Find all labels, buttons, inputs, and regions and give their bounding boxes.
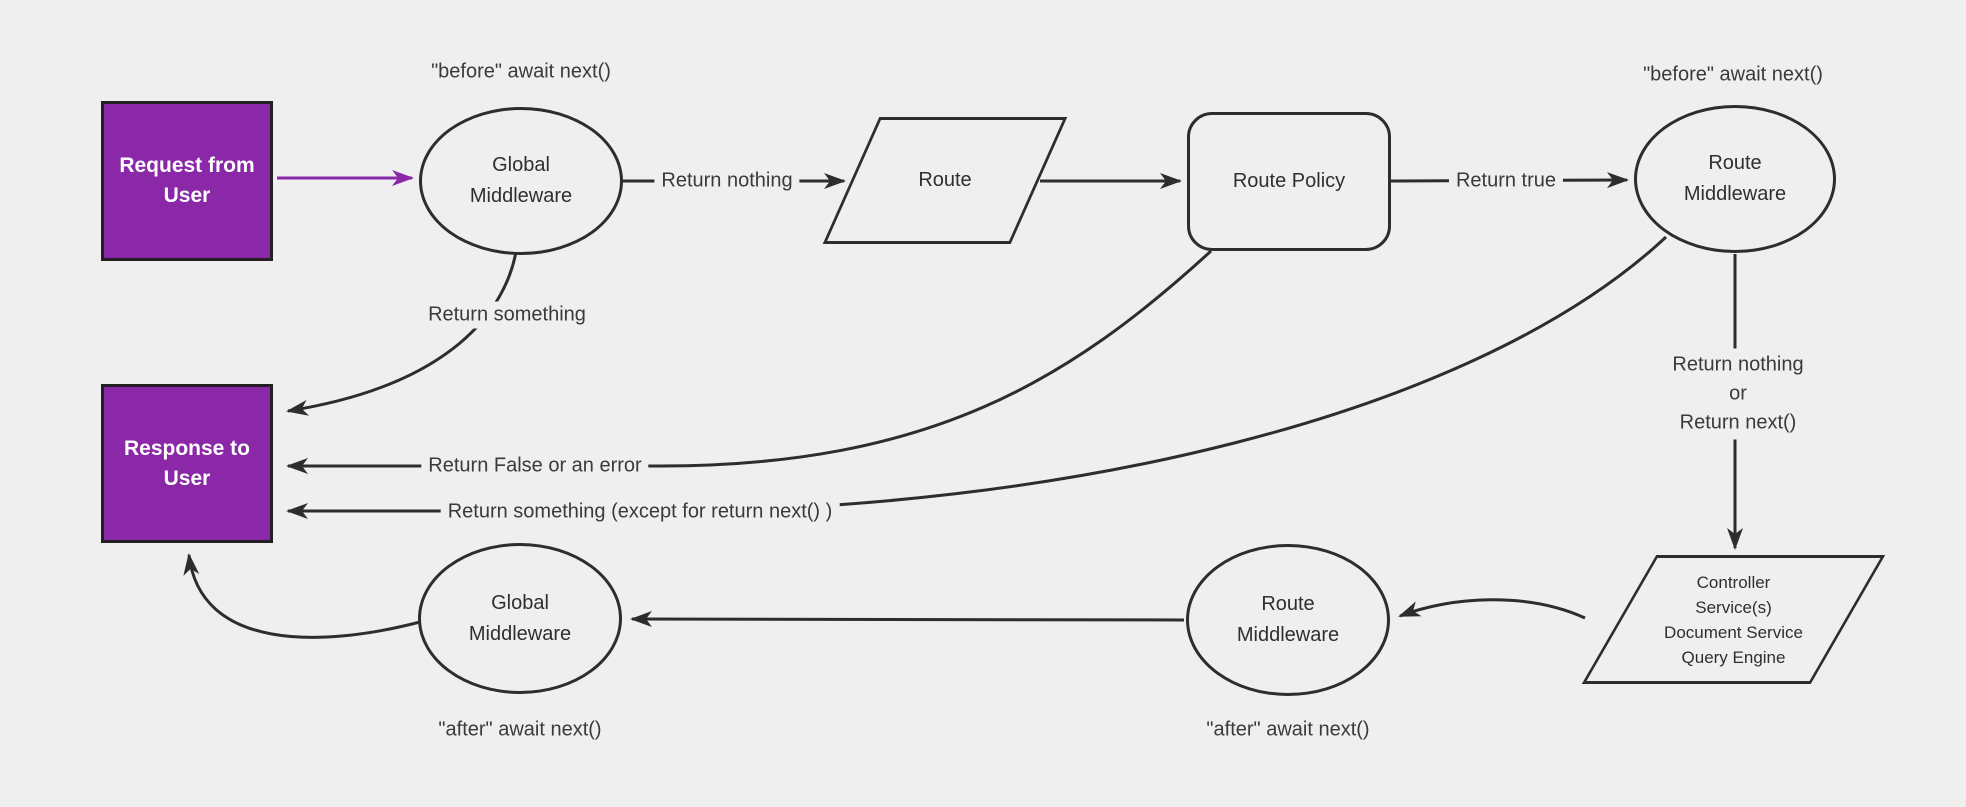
node-request-from-user: Request from User bbox=[101, 101, 273, 261]
node-label-line: Middleware bbox=[468, 622, 572, 645]
edge-global-middleware-to-response bbox=[286, 251, 518, 416]
node-route-policy: Route Policy bbox=[1187, 112, 1391, 251]
node-label-line: Route bbox=[918, 169, 972, 191]
node-label-line: Middleware bbox=[1236, 624, 1340, 646]
label-line: Return next() bbox=[1679, 411, 1797, 434]
edge-controller-to-route-middleware-bottom bbox=[1398, 598, 1586, 620]
node-route-middleware-top: Route Middleware bbox=[1634, 105, 1836, 253]
node-label-line: Document Service bbox=[1664, 622, 1803, 642]
label-after-await-next-left: "after" await next() bbox=[438, 718, 602, 741]
node-label-line: User bbox=[163, 184, 211, 207]
node-label-line: Request from bbox=[119, 154, 255, 177]
node-label-line: Global bbox=[492, 154, 550, 176]
node-controller: Controller Service(s) Document Service Q… bbox=[1619, 555, 1848, 684]
label-return-something-except: Return something (except for return next… bbox=[440, 498, 840, 526]
node-label-line: User bbox=[163, 466, 211, 490]
node-label-line: Query Engine bbox=[1681, 647, 1786, 667]
node-route-middleware-bottom: Route Middleware bbox=[1186, 544, 1390, 696]
node-global-middleware-bottom: Global Middleware bbox=[418, 543, 622, 694]
label-before-await-next-right: "before" await next() bbox=[1643, 63, 1823, 86]
node-label-line: Middleware bbox=[1683, 183, 1787, 205]
node-label-line: Global bbox=[491, 591, 549, 614]
label-line: Return nothing bbox=[1672, 353, 1804, 376]
node-label-line: Route Policy bbox=[1232, 170, 1346, 192]
label-return-something: Return something bbox=[421, 301, 593, 329]
label-after-await-next-right: "after" await next() bbox=[1206, 718, 1370, 741]
label-return-false-or-error: Return False or an error bbox=[421, 452, 649, 480]
node-label-line: Route bbox=[1261, 593, 1315, 615]
node-response-to-user: Response to User bbox=[101, 384, 273, 543]
edge-route-policy-to-response bbox=[286, 249, 1213, 474]
label-return-true: Return true bbox=[1448, 167, 1564, 195]
label-return-nothing-or-next: Return nothing or Return next() bbox=[1665, 348, 1811, 440]
node-label-line: Middleware bbox=[469, 185, 573, 207]
label-return-nothing: Return nothing bbox=[654, 167, 800, 195]
label-before-await-next-left: "before" await next() bbox=[431, 60, 611, 83]
label-line: or bbox=[1729, 382, 1747, 405]
edge-global-middleware-bottom-to-response bbox=[183, 553, 421, 639]
node-route: Route bbox=[851, 117, 1039, 244]
node-label-line: Service(s) bbox=[1695, 597, 1772, 617]
node-label-line: Route bbox=[1708, 152, 1762, 174]
edge-route-middleware-bottom-to-global-middleware-bottom bbox=[630, 611, 1185, 628]
node-global-middleware-top: Global Middleware bbox=[419, 107, 623, 255]
node-label-line: Controller bbox=[1696, 572, 1771, 592]
node-label-line: Response to bbox=[123, 436, 251, 460]
